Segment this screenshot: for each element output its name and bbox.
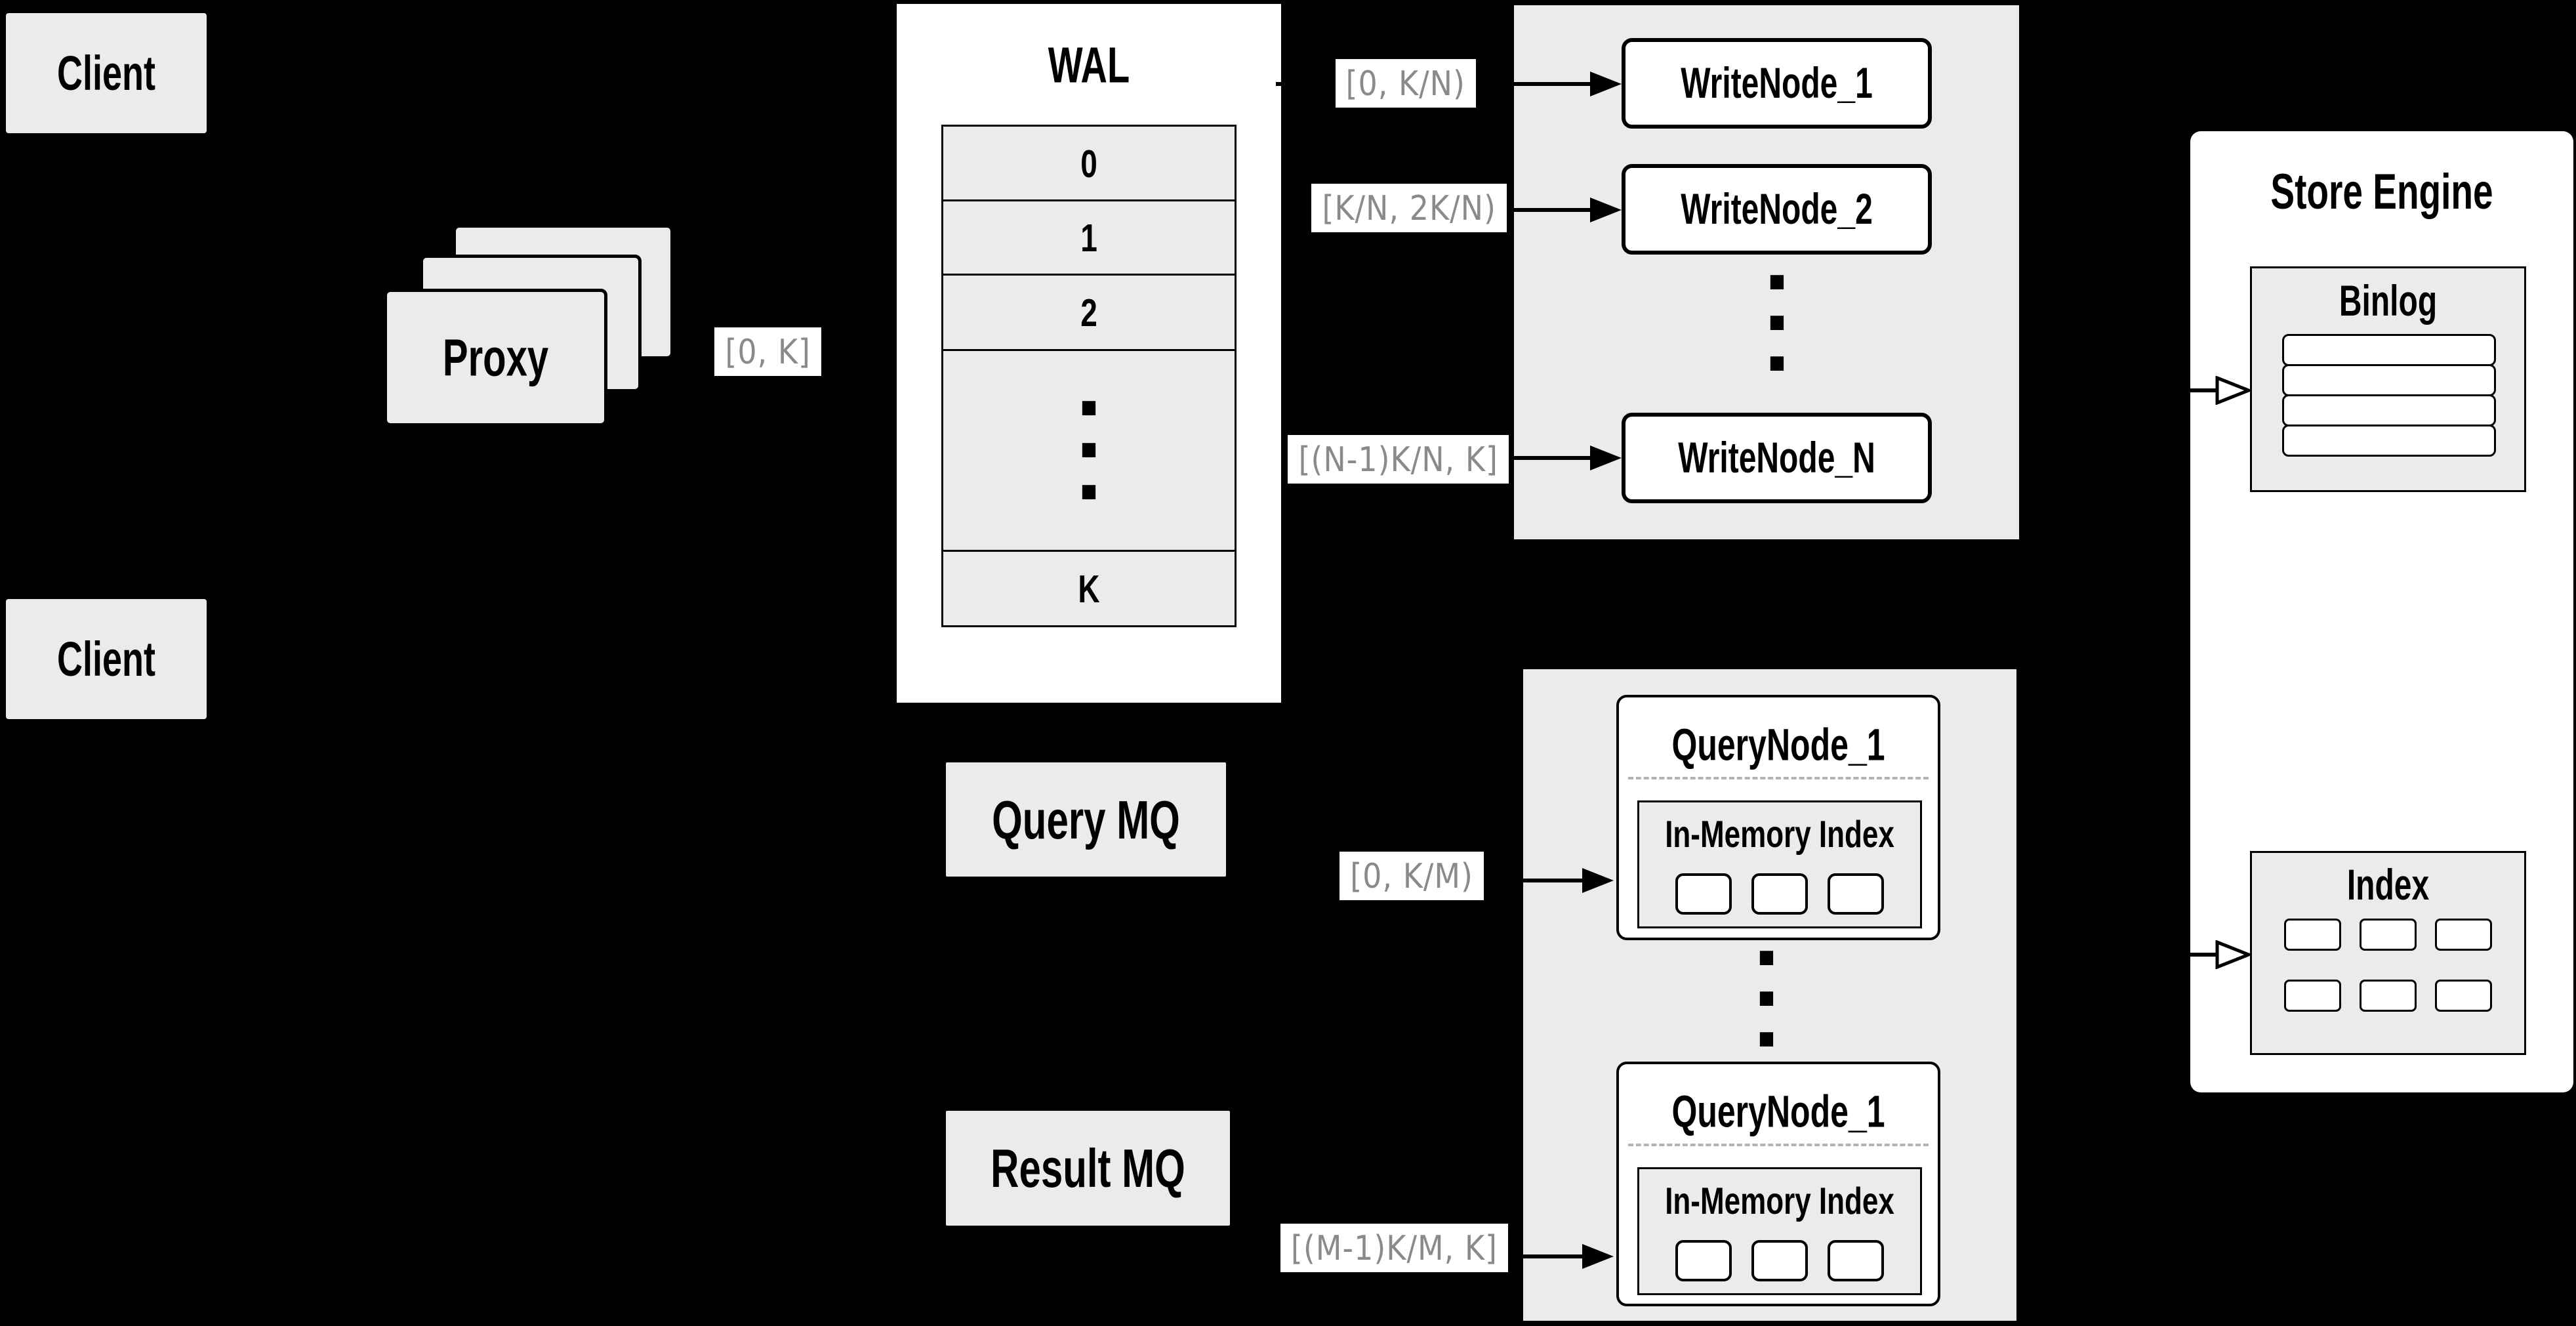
segment-cell <box>1828 1240 1884 1281</box>
query-node-bottom: QueryNode_1 In-Memory Index <box>1616 1062 1940 1306</box>
store-engine-box: Store Engine Binlog Index <box>2190 131 2573 1092</box>
write-node-1: WriteNode_1 <box>1622 38 1932 129</box>
segment-cell <box>1675 873 1732 915</box>
index-cell <box>2435 919 2492 951</box>
wal-cell-0: 0 <box>941 125 1237 201</box>
query-node-bottom-title: QueryNode_1 <box>1671 1086 1885 1137</box>
write-node-n-label: WriteNode_N <box>1678 434 1875 482</box>
range-chip-proxy-out: [0, K] <box>714 327 821 376</box>
client-bottom-label: Client <box>56 632 155 686</box>
wal-cell-2-label: 2 <box>1080 290 1097 335</box>
inmemory-index-title: In-Memory Index <box>1665 1180 1894 1223</box>
query-node-top-title: QueryNode_1 <box>1671 719 1885 770</box>
arrow-to-index <box>2166 940 2250 969</box>
query-node-top-inmemory-index: In-Memory Index <box>1637 800 1922 928</box>
range-chip-result-in-text: [(M-1)K/M, K] <box>1290 1228 1498 1268</box>
wal-title: WAL <box>1048 35 1130 93</box>
range-chip-write-1: [0, K/N) <box>1335 59 1476 108</box>
binlog-rows <box>2282 334 2496 457</box>
wal-cell-1: 1 <box>941 199 1237 276</box>
wal-cell-1-label: 1 <box>1080 215 1097 260</box>
range-chip-write-2: [K/N, 2K/N) <box>1311 184 1507 232</box>
client-top-box: Client <box>6 13 207 133</box>
index-box: Index <box>2250 851 2526 1055</box>
binlog-title: Binlog <box>2339 277 2438 325</box>
index-cell-row <box>2284 980 2492 1012</box>
wal-cell-k: K <box>941 550 1237 627</box>
index-cell <box>2360 919 2417 951</box>
wal-cell-0-label: 0 <box>1080 140 1097 186</box>
segment-cell <box>1675 1240 1732 1281</box>
range-chip-proxy-out-text: [0, K] <box>725 331 811 372</box>
arrow-to-binlog <box>2166 376 2250 405</box>
segment-cell <box>1751 1240 1808 1281</box>
proxy-label: Proxy <box>442 328 549 387</box>
index-cell <box>2360 980 2417 1012</box>
query-node-bottom-title-row: QueryNode_1 <box>1619 1086 1938 1136</box>
write-node-1-label: WriteNode_1 <box>1681 59 1873 108</box>
range-chip-query-in-text: [0, K/M) <box>1350 856 1473 896</box>
write-cluster-ellipsis: · · · <box>1763 245 1791 408</box>
client-top-label: Client <box>56 46 155 100</box>
inmemory-title-row: In-Memory Index <box>1639 1181 1920 1223</box>
index-cell-row <box>2284 919 2492 951</box>
write-node-n: WriteNode_N <box>1622 413 1932 503</box>
range-chip-write-1-text: [0, K/N) <box>1345 63 1465 104</box>
query-node-bottom-inmemory-index: In-Memory Index <box>1637 1167 1922 1295</box>
inmemory-cells <box>1639 873 1920 915</box>
index-title: Index <box>2346 861 2430 909</box>
range-chip-write-n: [(N-1)K/N, K] <box>1288 435 1509 484</box>
inmemory-cells <box>1639 1240 1920 1281</box>
index-cell <box>2284 919 2341 951</box>
inmemory-index-title: In-Memory Index <box>1665 814 1894 856</box>
store-engine-title: Store Engine <box>2270 163 2493 220</box>
range-chip-write-2-text: [K/N, 2K/N) <box>1322 188 1496 228</box>
range-chip-write-n-text: [(N-1)K/N, K] <box>1298 439 1498 480</box>
client-bottom-box: Client <box>6 599 207 719</box>
index-cell <box>2435 980 2492 1012</box>
index-title-row: Index <box>2252 861 2524 909</box>
query-cluster-ellipsis: · · · <box>1752 921 1781 1084</box>
query-node-top-divider <box>1628 777 1929 779</box>
write-node-2: WriteNode_2 <box>1622 164 1932 255</box>
range-chip-result-in: [(M-1)K/M, K] <box>1280 1224 1508 1272</box>
binlog-title-row: Binlog <box>2252 275 2524 327</box>
query-node-top: QueryNode_1 In-Memory Index <box>1616 695 1940 940</box>
index-cells <box>2252 919 2524 1012</box>
segment-cell <box>1828 873 1884 915</box>
inmemory-title-row: In-Memory Index <box>1639 814 1920 856</box>
arrow-query-mq-to-querynode <box>1469 868 1614 893</box>
wal-table: 0 1 2 · · · K <box>941 125 1237 627</box>
binlog-row <box>2282 364 2496 396</box>
result-mq-box: Result MQ <box>946 1111 1230 1226</box>
wal-title-row: WAL <box>897 31 1281 97</box>
proxy-card-front: Proxy <box>384 289 607 426</box>
dot: · <box>1763 320 1791 408</box>
result-mq-label: Result MQ <box>991 1138 1185 1199</box>
query-node-cluster: QueryNode_1 In-Memory Index · · · <box>1523 669 2016 1321</box>
store-engine-title-row: Store Engine <box>2190 159 2573 224</box>
binlog-row <box>2282 394 2496 426</box>
wal-cell-k-label: K <box>1078 566 1100 611</box>
segment-cell <box>1751 873 1808 915</box>
index-cell <box>2284 980 2341 1012</box>
wal-cell-2: 2 <box>941 274 1237 351</box>
binlog-box: Binlog <box>2250 266 2526 492</box>
wal-cell-ellipsis: · · · <box>941 349 1237 552</box>
wal-box: WAL 0 1 2 · · · K <box>897 4 1281 703</box>
range-chip-query-in: [0, K/M) <box>1339 852 1484 900</box>
dot: · <box>1752 996 1781 1084</box>
query-mq-label: Query MQ <box>992 789 1180 850</box>
dot: · <box>1074 448 1103 537</box>
query-node-top-title-row: QueryNode_1 <box>1619 719 1938 770</box>
binlog-row <box>2282 425 2496 457</box>
write-node-2-label: WriteNode_2 <box>1681 185 1873 234</box>
query-node-bottom-divider <box>1628 1144 1929 1146</box>
binlog-row <box>2282 334 2496 366</box>
wal-ellipsis-dots: · · · <box>1074 371 1103 537</box>
query-mq-box: Query MQ <box>946 762 1226 877</box>
